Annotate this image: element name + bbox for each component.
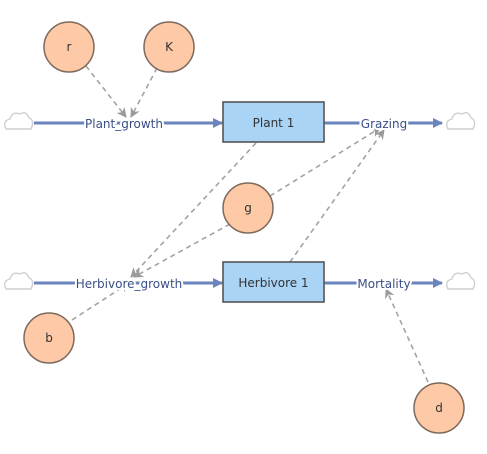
sink-cloud-icon-herbivore [445,271,476,290]
stock-plant[interactable]: Plant 1 [222,101,325,143]
variable-d[interactable]: d [413,382,465,434]
variable-r[interactable]: r [43,21,95,73]
link-herbivore-to-grazing [289,129,385,263]
variable-k-label: K [165,40,174,54]
variable-r-label: r [67,40,72,54]
link-g-to-herbivore-growth [133,223,231,278]
variable-g-label: g [244,201,252,215]
link-g-to-grazing [269,127,381,197]
link-b-to-herbivore-growth [71,282,130,321]
flow-label-plant-growth: Plant_growth [85,117,163,131]
flow-label-grazing: Grazing [361,117,407,131]
stock-herbivore-label: Herbivore 1 [238,276,308,290]
stock-herbivore[interactable]: Herbivore 1 [222,261,325,303]
sink-cloud-icon-plant [445,111,476,130]
link-r-to-plant-growth [85,65,127,118]
source-cloud-icon-plant [3,111,34,130]
link-k-to-plant-growth [130,67,158,118]
variable-k[interactable]: K [143,21,195,73]
link-d-to-mortality [385,288,429,383]
link-plant-to-herbivore-growth [130,142,257,278]
variable-d-label: d [435,401,443,415]
flow-label-herbivore-growth: Herbivore_growth [76,277,183,291]
variable-b[interactable]: b [23,312,75,364]
stock-plant-label: Plant 1 [253,116,295,130]
source-cloud-icon-herbivore [3,271,34,290]
variable-g[interactable]: g [222,182,274,234]
flow-label-mortality: Mortality [357,277,410,291]
variable-b-label: b [45,331,53,345]
